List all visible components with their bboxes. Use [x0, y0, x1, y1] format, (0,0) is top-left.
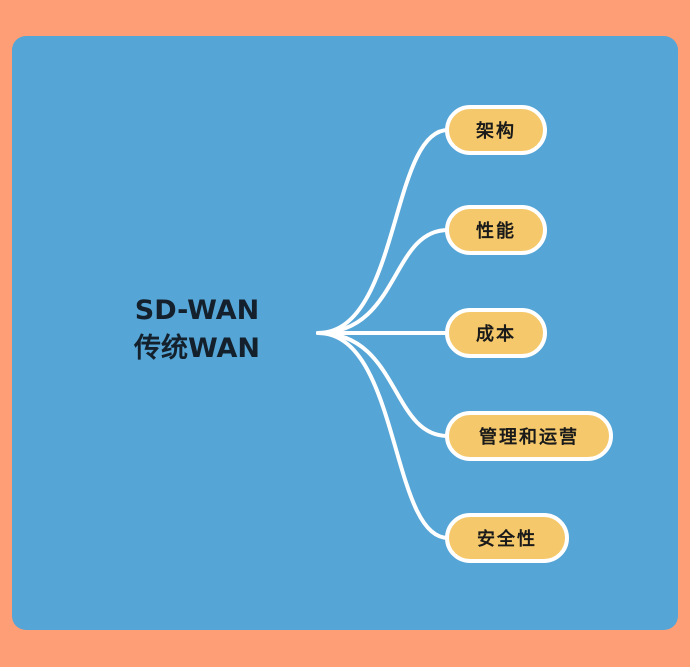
branch-architecture[interactable]: 架构: [445, 105, 547, 155]
root-topic[interactable]: SD-WAN 传统WAN: [110, 292, 284, 368]
root-line-1: SD-WAN: [134, 295, 260, 326]
branch-cost[interactable]: 成本: [445, 308, 547, 358]
branch-performance[interactable]: 性能: [445, 205, 547, 255]
link-performance: [316, 228, 450, 335]
link-management: [316, 331, 450, 438]
link-security: [316, 331, 450, 540]
branch-management[interactable]: 管理和运营: [445, 411, 613, 461]
link-architecture: [316, 128, 450, 335]
root-line-2: 传统WAN: [133, 333, 261, 364]
branch-security[interactable]: 安全性: [445, 513, 569, 563]
